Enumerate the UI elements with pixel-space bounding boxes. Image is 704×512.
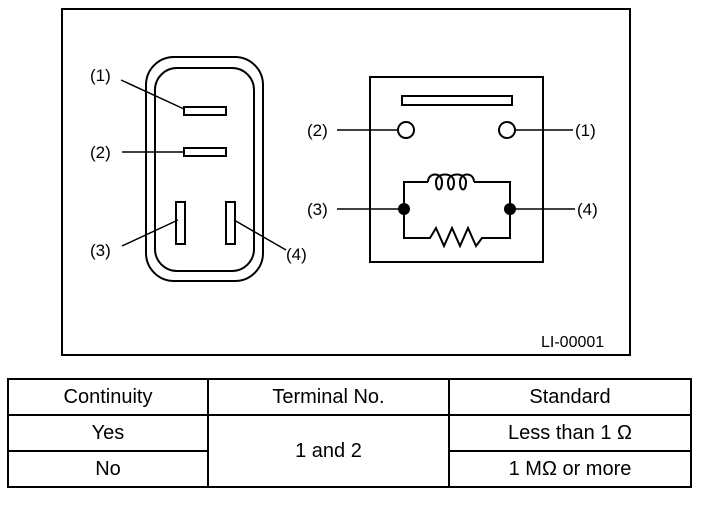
table-header-row: Continuity Terminal No. Standard [7, 378, 692, 416]
schematic-terminal-2 [397, 121, 415, 139]
leader-line-4 [233, 219, 287, 251]
schematic-terminal-1 [498, 121, 516, 139]
connector-terminal-2 [183, 147, 227, 157]
connector-terminal-3 [175, 201, 186, 245]
connector-label-1: (1) [90, 66, 111, 85]
leader-line-1 [120, 79, 185, 110]
connector-inner-outline [154, 67, 255, 272]
schematic-node-3 [398, 203, 410, 215]
schematic-label-4: (4) [577, 200, 598, 219]
table-row: Yes 1 and 2 Less than 1 Ω [7, 414, 692, 488]
cell-terminal-no: 1 and 2 [207, 414, 450, 488]
connector-label-2: (2) [90, 143, 111, 162]
figure-frame [61, 8, 631, 356]
connector-terminal-4 [225, 201, 236, 245]
cell-continuity-yes: Yes [7, 414, 209, 452]
figure-code: LI-00001 [541, 334, 604, 351]
cell-standard-no: 1 MΩ or more [448, 450, 692, 488]
cell-standard-yes: Less than 1 Ω [448, 414, 692, 452]
header-standard: Standard [448, 378, 692, 416]
schematic-node-4 [504, 203, 516, 215]
connector-terminal-1 [183, 106, 227, 116]
relay-schematic: (2) (1) (3) (4) [307, 76, 598, 263]
coil-icon [403, 173, 511, 209]
relay-body [369, 76, 544, 263]
header-continuity: Continuity [7, 378, 209, 416]
schematic-label-3: (3) [307, 200, 328, 219]
schematic-label-2: (2) [307, 121, 328, 140]
resistor-icon [403, 209, 511, 249]
connector-outer-outline [145, 56, 264, 282]
relay-diagram: (1) (2) (3) (4) (2) (1) (3) (4) LI-00001 [61, 8, 631, 356]
leader-line-3 [121, 219, 179, 247]
header-terminal-no: Terminal No. [207, 378, 450, 416]
connector-face: (1) (2) (3) (4) [90, 56, 307, 282]
table-row: No 1 MΩ or more [7, 450, 692, 488]
continuity-spec-table: Continuity Terminal No. Standard Yes 1 a… [7, 378, 692, 488]
schematic-label-1: (1) [575, 121, 596, 140]
connector-label-4: (4) [286, 245, 307, 264]
cell-continuity-no: No [7, 450, 209, 488]
relay-contact-bar [401, 95, 513, 106]
connector-label-3: (3) [90, 241, 111, 260]
